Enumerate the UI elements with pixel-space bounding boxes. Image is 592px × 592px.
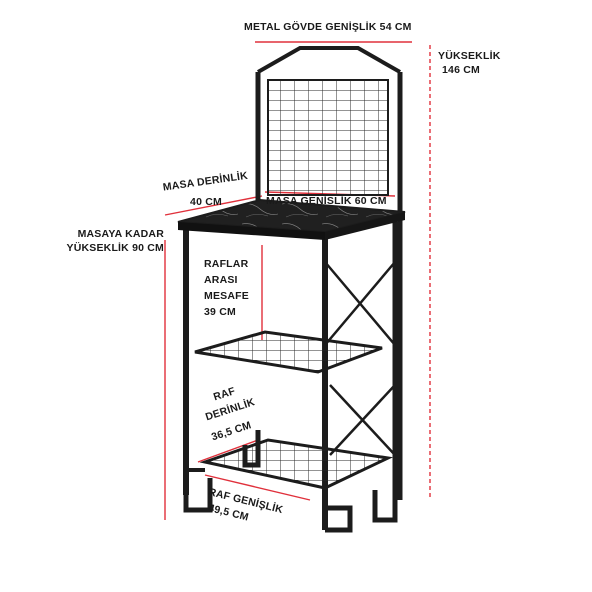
label-table-depth-value: 40 CM <box>190 196 222 208</box>
label-height-to-table-line2: YÜKSEKLİK 90 CM <box>66 242 164 254</box>
bottom-shelf <box>199 438 394 490</box>
foot-front-right <box>325 505 353 533</box>
back-panel-grid <box>267 79 389 196</box>
label-table-width: MASA GENİSLİK 60 CM <box>266 195 387 207</box>
middle-shelf-wire <box>194 330 383 374</box>
label-shelf-gap-line4: 39 CM <box>204 306 236 318</box>
label-metal-body-width: METAL GÖVDE GENİŞLİK 54 CM <box>244 21 412 33</box>
cross-brace-b <box>324 261 396 346</box>
table-top <box>177 198 406 240</box>
back-panel <box>255 46 403 500</box>
measure-line-table-depth <box>164 195 263 216</box>
foot-rear-right <box>372 490 398 523</box>
foot-front-left <box>183 478 213 513</box>
measure-line-shelf-depth <box>197 439 259 463</box>
front-frame <box>183 222 398 530</box>
back-panel-arch <box>257 46 401 74</box>
measure-line-shelf-width <box>204 474 311 501</box>
label-height-to-table-line1: MASAYA KADAR <box>77 228 164 240</box>
bottom-shelf-wire <box>199 438 394 490</box>
label-shelf-gap-line1: RAFLAR <box>204 258 249 270</box>
middle-shelf <box>194 330 383 374</box>
label-height-value: 146 CM <box>442 64 480 76</box>
label-height-title: YÜKSEKLİK <box>438 50 501 62</box>
label-shelf-gap-line2: ARASI <box>204 274 238 286</box>
table-top-side-edge <box>325 212 405 240</box>
label-shelf-gap-line3: MESAFE <box>204 290 249 302</box>
feet <box>183 430 398 533</box>
foot-rear-left <box>242 430 261 468</box>
table-top-front-edge <box>178 222 325 240</box>
cross-brace-d <box>329 384 396 456</box>
